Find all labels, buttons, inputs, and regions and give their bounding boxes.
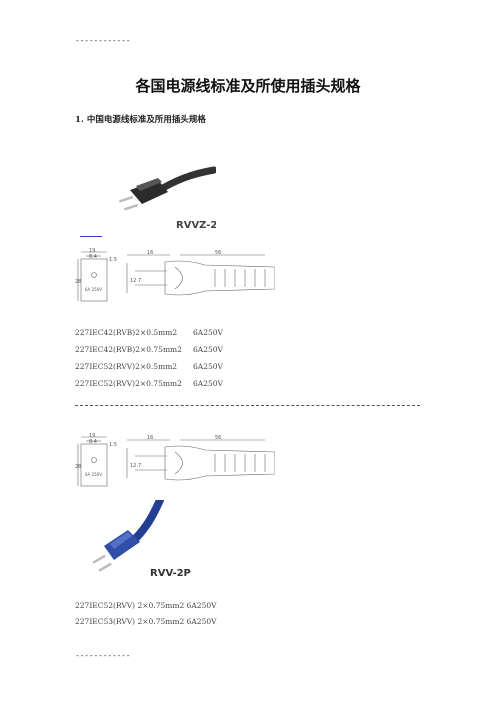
svg-text:28: 28 xyxy=(75,464,81,470)
svg-text:1.5: 1.5 xyxy=(109,442,117,448)
section-divider xyxy=(75,405,420,406)
svg-text:8.4: 8.4 xyxy=(89,439,97,445)
spec-line: 227IEC52(RVV) 2×0.75mm2 6A250V xyxy=(75,601,217,610)
page-title: 各国电源线标准及所使用插头规格 xyxy=(135,77,361,95)
svg-text:12.7: 12.7 xyxy=(130,278,141,284)
spec-line: 227IEC53(RVV) 2×0.75mm2 6A250V xyxy=(75,617,217,626)
svg-text:19: 19 xyxy=(89,248,95,254)
photo-label-rvvz: RVVZ-2P xyxy=(176,220,216,231)
svg-text:1.5: 1.5 xyxy=(109,257,117,263)
svg-text:6A 250V: 6A 250V xyxy=(85,287,102,292)
svg-text:19: 19 xyxy=(89,433,95,439)
svg-text:12.7: 12.7 xyxy=(130,463,141,469)
plug-photo-rvvz: RVVZ-2P xyxy=(116,160,216,232)
plug-drawing-1: 19 8.4 1.5 28 12.7 16 56 6A 250V xyxy=(75,247,276,309)
photo-label-rvv: RVV-2P xyxy=(150,568,191,579)
footer-rule: ------------ xyxy=(75,651,131,660)
svg-text:16: 16 xyxy=(147,435,153,441)
header-rule: ------------ xyxy=(75,36,131,45)
svg-text:16: 16 xyxy=(147,250,153,256)
plug-drawing-2: 19 8.4 1.5 28 12.7 16 56 6A 250V xyxy=(75,432,276,494)
plug-photo-rvv: RVV-2P xyxy=(90,500,195,582)
svg-text:56: 56 xyxy=(215,435,221,441)
svg-text:6A 250V: 6A 250V xyxy=(85,472,102,477)
section-heading: 1. 中国电源线标准及所用插头规格 xyxy=(75,115,206,125)
svg-text:56: 56 xyxy=(215,250,221,256)
blue-link-underline[interactable] xyxy=(80,236,102,237)
svg-text:28: 28 xyxy=(75,279,81,285)
svg-text:8.4: 8.4 xyxy=(89,254,97,260)
